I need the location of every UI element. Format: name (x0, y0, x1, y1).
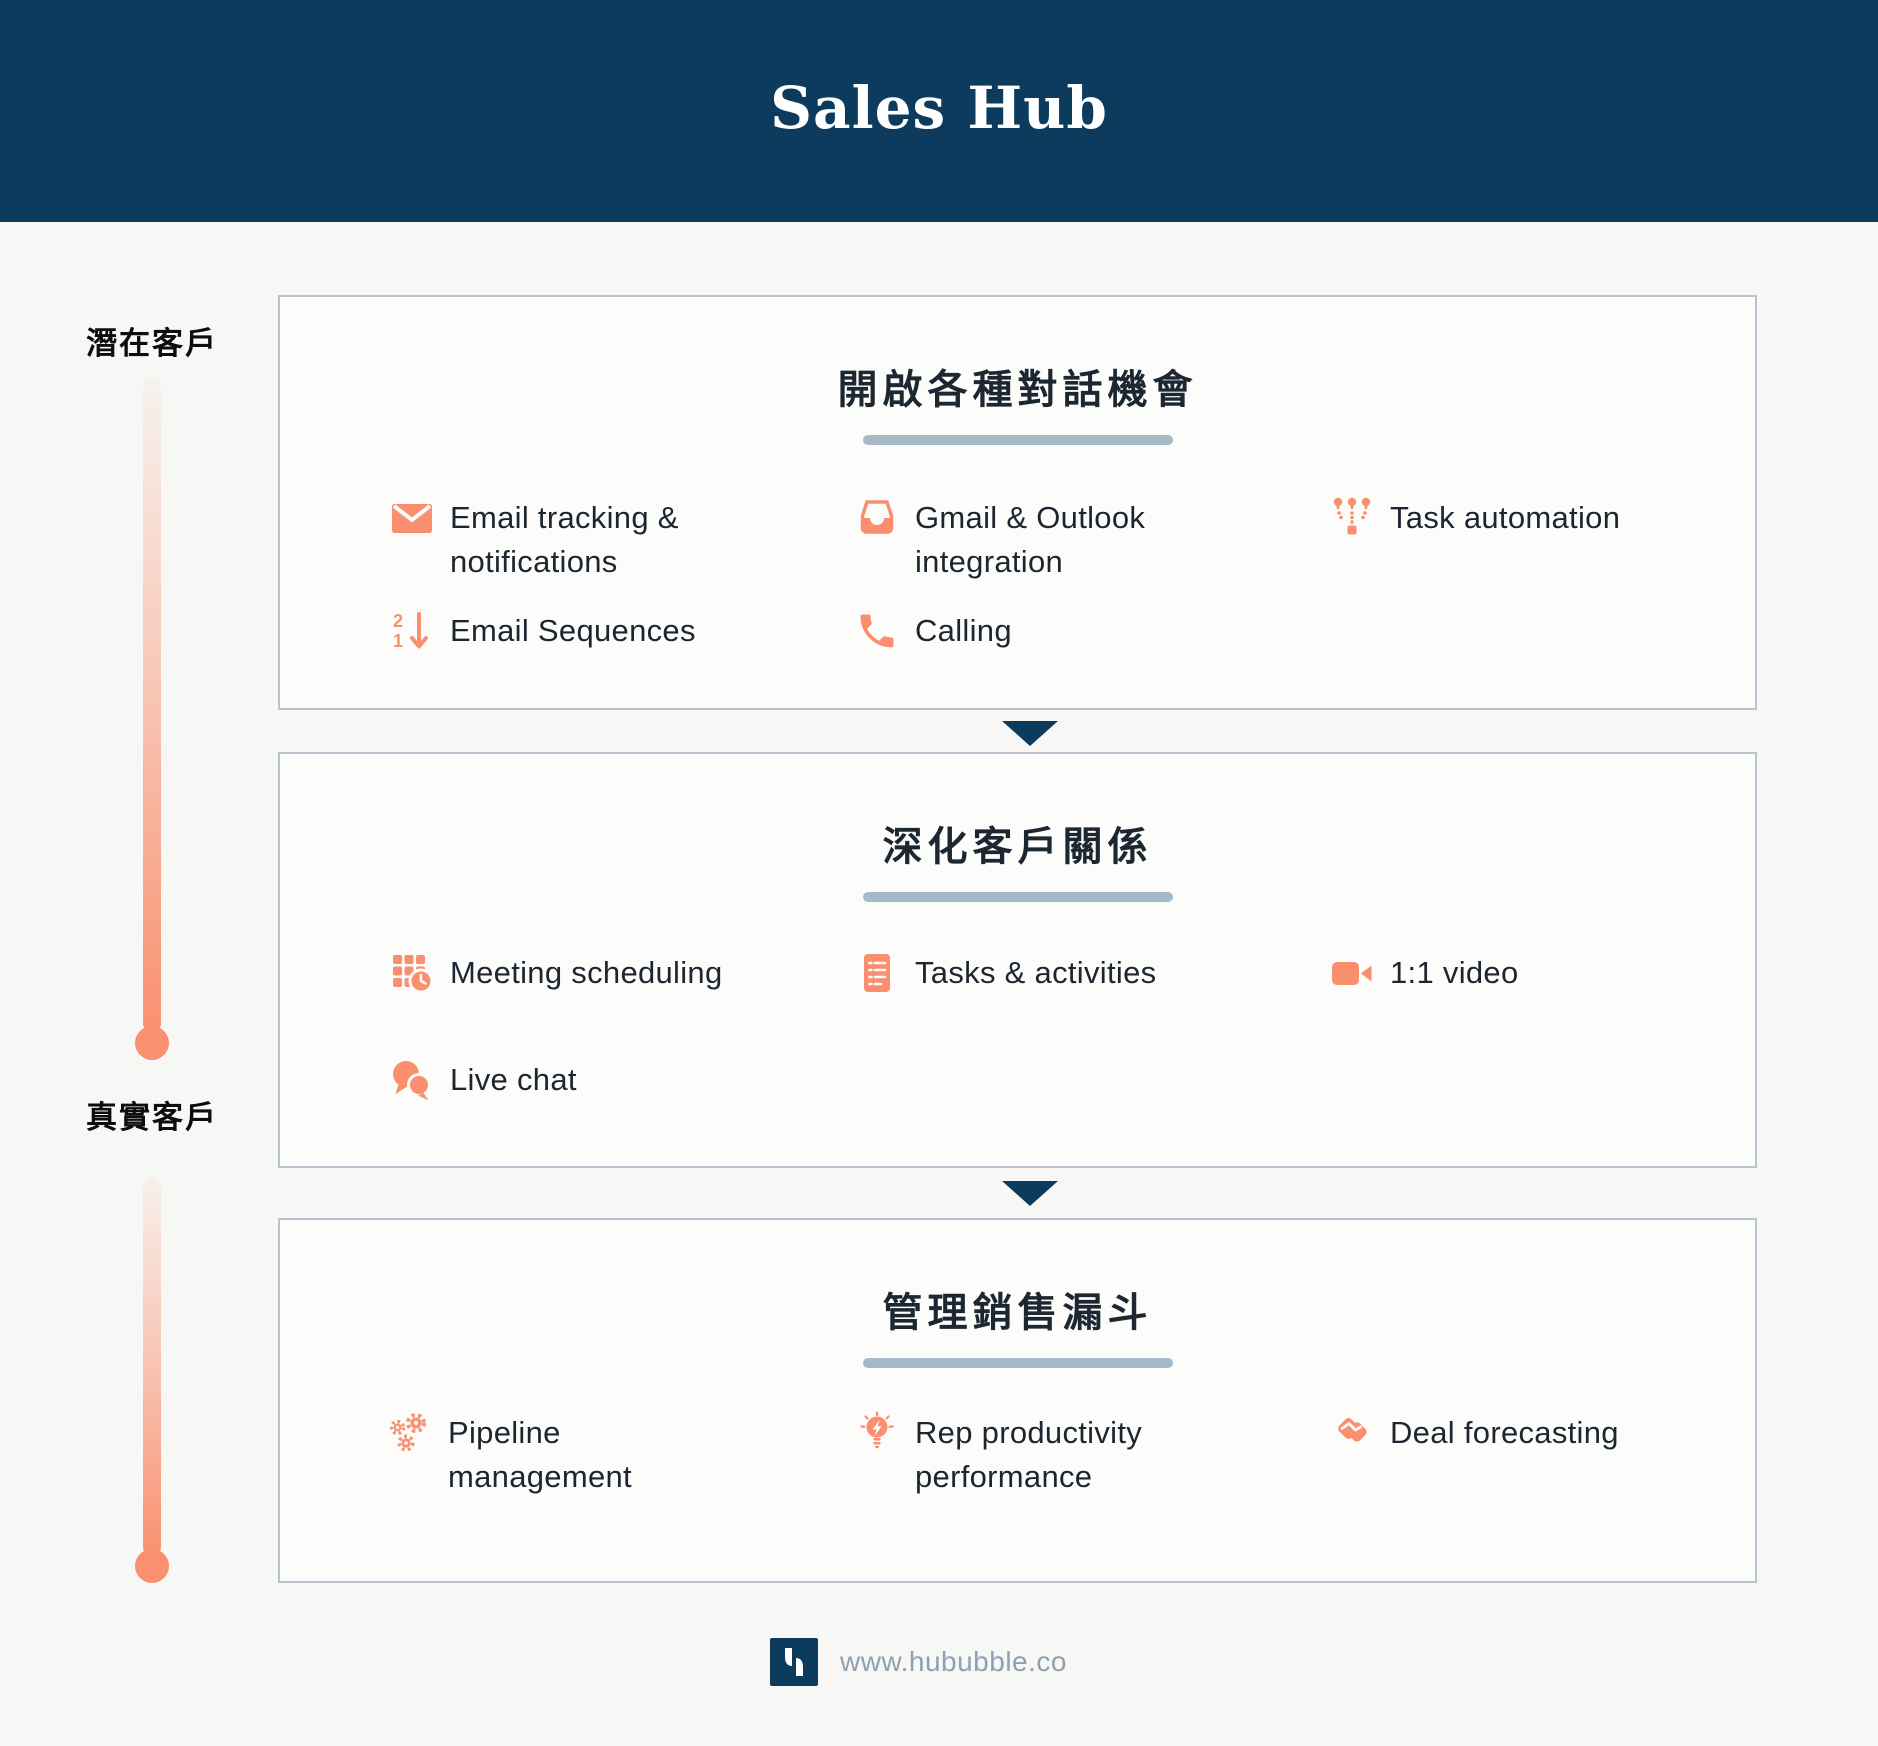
feature-gmail-outlook: Gmail & Outlook integration (855, 496, 1145, 584)
timeline-gradient-bar-1 (143, 377, 161, 1032)
lightbulb-icon (855, 1411, 899, 1455)
hububble-logo (770, 1638, 818, 1686)
feature-label: 1:1 video (1390, 955, 1519, 990)
feature-label: Live chat (450, 1062, 577, 1097)
calendar-clock-icon (390, 951, 434, 995)
title-divider (862, 1358, 1173, 1368)
title-divider (862, 892, 1173, 902)
flow-arrow-down-1 (1002, 721, 1058, 746)
page-title: Sales Hub (770, 74, 1108, 142)
feature-pipeline-management: Pipeline management (388, 1411, 632, 1499)
section-deepen-relationships: 深化客戶關係 (278, 752, 1757, 1168)
numeric-sort-icon: 2 1 (390, 609, 434, 653)
feature-label: Deal forecasting (1390, 1415, 1619, 1450)
feature-email-tracking: Email tracking & notifications (390, 496, 679, 584)
section-manage-funnel: 管理銷售漏斗 (278, 1218, 1757, 1583)
gears-icon (388, 1411, 432, 1455)
section-title: 深化客戶關係 (882, 825, 1153, 869)
section-title: 管理銷售漏斗 (882, 1291, 1153, 1335)
title-divider (862, 435, 1173, 445)
chat-bubbles-icon (390, 1058, 434, 1102)
inbox-icon (855, 496, 899, 540)
feature-label: Tasks & activities (915, 955, 1157, 990)
header-banner: Sales Hub (0, 0, 1878, 222)
feature-label: Task automation (1390, 500, 1621, 535)
section-open-conversations: 開啟各種對話機會 (278, 295, 1757, 710)
feature-deal-forecasting: Deal forecasting (1330, 1411, 1619, 1455)
timeline-end-label: 真實客戶 (86, 1100, 218, 1135)
feature-rep-productivity: Rep productivity performance (855, 1411, 1142, 1499)
feature-meeting-scheduling: Meeting scheduling (390, 951, 723, 995)
feature-email-sequences: 2 1 Email Sequences (390, 609, 696, 653)
footer: www.hububble.co (770, 1638, 1067, 1686)
feature-label: Email Sequences (450, 613, 696, 648)
phone-icon (855, 609, 899, 653)
handshake-icon (1330, 1411, 1374, 1455)
timeline-dot-2 (135, 1549, 169, 1583)
feature-one-to-one-video: 1:1 video (1330, 951, 1519, 995)
timeline-dot-1 (135, 1026, 169, 1060)
timeline-start-label: 潛在客戶 (86, 326, 218, 361)
feature-label: Rep productivity performance (915, 1415, 1143, 1494)
timeline-gradient-bar-2 (143, 1178, 161, 1556)
document-list-icon (855, 951, 899, 995)
svg-text:1: 1 (393, 631, 403, 651)
svg-text:2: 2 (393, 611, 403, 631)
video-camera-icon (1330, 951, 1374, 995)
task-automation-icon (1330, 496, 1374, 540)
feature-label: Meeting scheduling (450, 955, 723, 990)
flow-arrow-down-2 (1002, 1181, 1058, 1206)
envelope-icon (390, 496, 434, 540)
feature-label: Gmail & Outlook integration (915, 500, 1146, 579)
feature-tasks-activities: Tasks & activities (855, 951, 1156, 995)
feature-task-automation: Task automation (1330, 496, 1620, 540)
feature-label: Email tracking & notifications (450, 500, 679, 579)
section-title: 開啟各種對話機會 (837, 368, 1198, 412)
feature-label: Pipeline management (448, 1415, 632, 1494)
feature-live-chat: Live chat (390, 1058, 577, 1102)
feature-label: Calling (915, 613, 1012, 648)
feature-calling: Calling (855, 609, 1012, 653)
footer-url: www.hububble.co (840, 1646, 1067, 1677)
